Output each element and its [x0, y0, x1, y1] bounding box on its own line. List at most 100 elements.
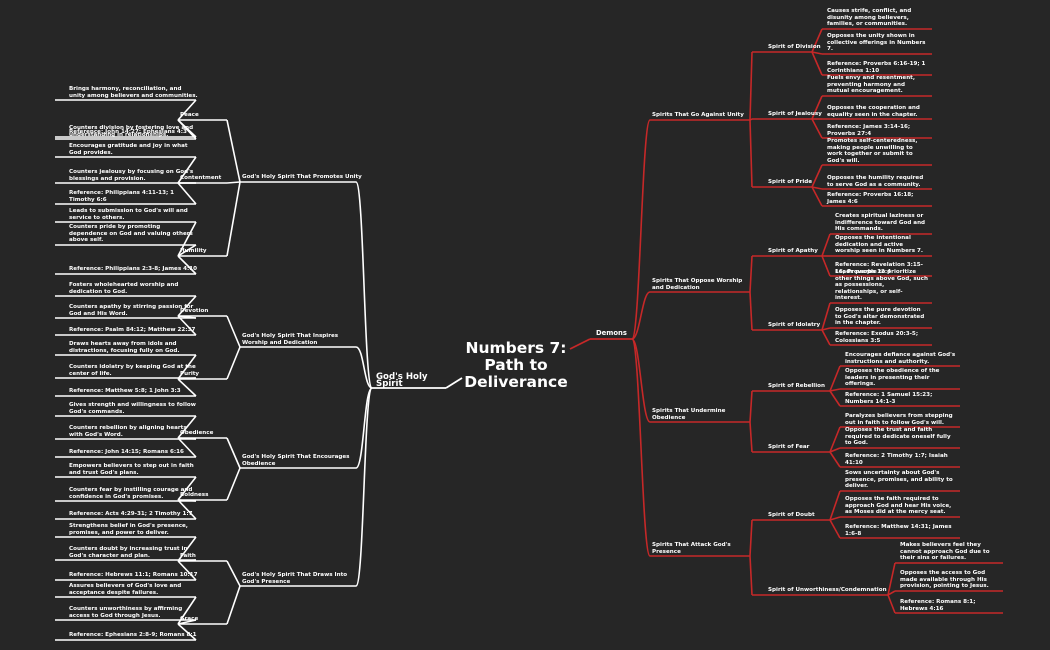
- demon-detail-label[interactable]: Reference: Revelation 3:15-16; Proverbs …: [835, 262, 923, 275]
- demon-detail-label[interactable]: Encourages defiance against God's instru…: [845, 352, 956, 365]
- central-topic[interactable]: Numbers 7: Path to Deliverance: [464, 339, 568, 391]
- demon-spirit-label[interactable]: Spirit of Doubt: [768, 512, 815, 518]
- holy-spirit-branch-label[interactable]: God's Holy Spirit That Draws Into God's …: [242, 572, 348, 585]
- demon-detail-label[interactable]: Opposes the trust and faith required to …: [845, 427, 951, 446]
- demon-spirit-label[interactable]: Spirit of Unworthiness/Condemnation: [768, 587, 887, 593]
- demon-branch-connector: [631, 291, 651, 340]
- demon-detail-label[interactable]: Sows uncertainty about God's presence, p…: [845, 470, 953, 489]
- holy-spirit-detail-label[interactable]: Reference: Psalm 84:12; Matthew 22:37: [69, 327, 196, 333]
- demon-detail-label[interactable]: Paralyzes believers from stepping out in…: [845, 413, 953, 426]
- holy-spirit-detail-label[interactable]: Counters division by fostering love and …: [69, 125, 194, 138]
- demon-detail-label[interactable]: Reference: Proverbs 6:16-19; 1 Corinthia…: [827, 61, 926, 74]
- holy-spirit-fruit-label[interactable]: Peace: [180, 112, 199, 118]
- demon-detail-label[interactable]: Opposes the cooperation and equality see…: [827, 105, 920, 118]
- holy-spirit-detail-label[interactable]: Reference: Matthew 5:8; 1 John 3:3: [69, 388, 181, 394]
- holy-spirit-branch-label[interactable]: God's Holy Spirit That Promotes Unity: [242, 174, 362, 180]
- holy-spirit-detail-label[interactable]: Gives strength and willingness to follow…: [69, 402, 196, 415]
- holy-spirit-detail-label[interactable]: Counters idolatry by keeping God at the …: [69, 364, 196, 377]
- holy-spirit-fruit-label[interactable]: Boldness: [180, 492, 209, 498]
- holy-spirit-detail-label[interactable]: Counters pride by promoting dependence o…: [69, 224, 193, 243]
- holy-spirit-detail-label[interactable]: Counters jealousy by focusing on God's b…: [69, 169, 194, 182]
- holy-spirit-detail-connector: [177, 499, 197, 520]
- demon-detail-label[interactable]: Reference: Romans 8:1; Hebrews 4:16: [900, 599, 976, 612]
- holy-spirit-label[interactable]: God's Holy Spirit: [376, 372, 428, 389]
- holy-spirit-detail-label[interactable]: Reference: Ephesians 2:8-9; Romans 8:1: [69, 632, 197, 638]
- demon-detail-label[interactable]: Promotes self-centeredness, making peopl…: [827, 138, 918, 164]
- holy-spirit-detail-label[interactable]: Encourages gratitude and joy in what God…: [69, 143, 188, 156]
- demon-detail-connector: [821, 233, 831, 257]
- holy-spirit-fruit-connector: [226, 437, 241, 469]
- demon-detail-label[interactable]: Opposes the obedience of the leaders in …: [845, 368, 940, 387]
- holy-spirit-fruit-label[interactable]: Purity: [180, 371, 200, 377]
- demon-detail-label[interactable]: Reference: James 3:14-16; Proverbs 27:4: [827, 124, 911, 137]
- holy-spirit-detail-label[interactable]: Counters rebellion by aligning hearts wi…: [69, 425, 187, 438]
- holy-spirit-detail-label[interactable]: Brings harmony, reconciliation, and unit…: [69, 86, 198, 99]
- holy-spirit-detail-label[interactable]: Empowers believers to step out in faith …: [69, 463, 194, 476]
- demon-detail-label[interactable]: Leads people to prioritize other things …: [835, 269, 928, 301]
- holy-spirit-detail-connector: [177, 559, 197, 562]
- holy-spirit-detail-label[interactable]: Strengthens belief in God's presence, pr…: [69, 523, 188, 536]
- demon-detail-label[interactable]: Opposes the unity shown in collective of…: [827, 33, 926, 52]
- demon-detail-connector: [829, 426, 841, 453]
- holy-spirit-fruit-connector: [226, 315, 241, 348]
- holy-spirit-detail-label[interactable]: Reference: Hebrews 11:1; Romans 10:17: [69, 572, 198, 578]
- holy-spirit-detail-label[interactable]: Counters fear by instilling courage and …: [69, 487, 193, 500]
- demon-branch-label[interactable]: Spirits That Attack God's Presence: [652, 542, 731, 555]
- demon-detail-connector: [887, 594, 896, 614]
- demon-detail-label[interactable]: Creates spiritual laziness or indifferen…: [835, 213, 926, 232]
- demon-detail-label[interactable]: Opposes the intentional dedication and a…: [835, 235, 923, 254]
- demon-spirit-label[interactable]: Spirit of Apathy: [768, 248, 818, 254]
- holy-spirit-fruit-label[interactable]: Devotion: [180, 308, 209, 314]
- demon-detail-label[interactable]: Reference: Matthew 14:31; James 1:6-8: [845, 524, 952, 537]
- holy-spirit-detail-label[interactable]: Reference: Philippians 2:3-8; James 4:10: [69, 266, 198, 272]
- holy-spirit-fruit-label[interactable]: Obedience: [180, 430, 214, 436]
- demon-branch-label[interactable]: Spirits That Go Against Unity: [652, 112, 744, 118]
- demon-detail-label[interactable]: Opposes the faith required to approach G…: [845, 496, 952, 515]
- demon-detail-label[interactable]: Opposes the humility required to serve G…: [827, 175, 924, 188]
- demon-detail-label[interactable]: Opposes the access to God made available…: [900, 570, 989, 589]
- demon-detail-connector: [821, 255, 831, 277]
- demon-detail-connector: [829, 365, 841, 392]
- demon-spirit-label[interactable]: Spirit of Pride: [768, 179, 813, 185]
- demon-spirit-label[interactable]: Spirit of Idolatry: [768, 322, 821, 328]
- holy-spirit-detail-connector: [177, 377, 197, 380]
- demon-spirit-label[interactable]: Spirit of Division: [768, 44, 821, 50]
- holy-spirit-fruit-label[interactable]: Faith: [180, 553, 196, 559]
- holy-spirit-fruit-label[interactable]: Humility: [180, 248, 207, 254]
- holy-spirit-detail-connector: [177, 221, 197, 257]
- holy-spirit-detail-label[interactable]: Reference: John 14:15; Romans 6:16: [69, 449, 184, 455]
- demon-detail-label[interactable]: Reference: 2 Timothy 1:7; Isaiah 41:10: [845, 453, 948, 466]
- holy-spirit-detail-label[interactable]: Counters doubt by increasing trust in Go…: [69, 546, 188, 559]
- demon-spirit-label[interactable]: Spirit of Fear: [768, 444, 810, 450]
- demon-spirit-label[interactable]: Spirit of Jealousy: [768, 111, 822, 117]
- holy-spirit-detail-label[interactable]: Counters unworthiness by affirming acces…: [69, 606, 183, 619]
- holy-spirit-detail-label[interactable]: Assures believers of God's love and acce…: [69, 583, 182, 596]
- holy-spirit-detail-label[interactable]: Leads to submission to God's will and se…: [69, 208, 188, 221]
- holy-spirit-fruit-label[interactable]: Grace: [180, 616, 199, 622]
- holy-spirit-fruit-label[interactable]: Contentment: [180, 175, 222, 181]
- demon-spirit-connector: [749, 421, 753, 453]
- demons-label[interactable]: Demons: [596, 329, 627, 337]
- holy-spirit-detail-label[interactable]: Reference: John 14:27; Ephesians 4:3: [69, 129, 187, 135]
- demon-detail-label[interactable]: Causes strife, conflict, and disunity am…: [827, 8, 912, 27]
- holy-spirit-detail-label[interactable]: Reference: Acts 4:29-31; 2 Timothy 1:7: [69, 511, 193, 517]
- demon-detail-connector: [811, 51, 823, 76]
- holy-spirit-detail-label[interactable]: Reference: Philippians 4:11-13; 1 Timoth…: [69, 190, 175, 203]
- holy-spirit-detail-connector: [177, 437, 197, 440]
- demon-spirit-label[interactable]: Spirit of Rebellion: [768, 383, 825, 389]
- demon-detail-label[interactable]: Reference: Proverbs 16:18; James 4:6: [827, 192, 914, 205]
- holy-spirit-detail-label[interactable]: Counters apathy by stirring passion for …: [69, 304, 194, 317]
- holy-spirit-detail-connector: [177, 437, 197, 458]
- demon-detail-label[interactable]: Reference: 1 Samuel 15:23; Numbers 14:1-…: [845, 392, 933, 405]
- holy-spirit-branch-label[interactable]: God's Holy Spirit That Inspires Worship …: [242, 333, 339, 346]
- demon-branch-label[interactable]: Spirits That Undermine Obedience: [652, 408, 726, 421]
- holy-spirit-branch-label[interactable]: God's Holy Spirit That Encourages Obedie…: [242, 454, 350, 467]
- demon-detail-label[interactable]: Fuels envy and resentment, preventing ha…: [827, 75, 915, 94]
- holy-spirit-detail-connector: [177, 623, 197, 641]
- demon-detail-label[interactable]: Opposes the pure devotion to God's altar…: [835, 307, 925, 326]
- holy-spirit-detail-label[interactable]: Draws hearts away from idols and distrac…: [69, 341, 180, 354]
- holy-spirit-detail-label[interactable]: Fosters wholehearted worship and dedicat…: [69, 282, 179, 295]
- demon-detail-label[interactable]: Makes believers feel they cannot approac…: [900, 542, 990, 561]
- demon-detail-label[interactable]: Reference: Exodus 20:3-5; Colossians 3:5: [835, 331, 919, 344]
- demon-branch-label[interactable]: Spirits That Oppose Worship and Dedicati…: [652, 278, 743, 291]
